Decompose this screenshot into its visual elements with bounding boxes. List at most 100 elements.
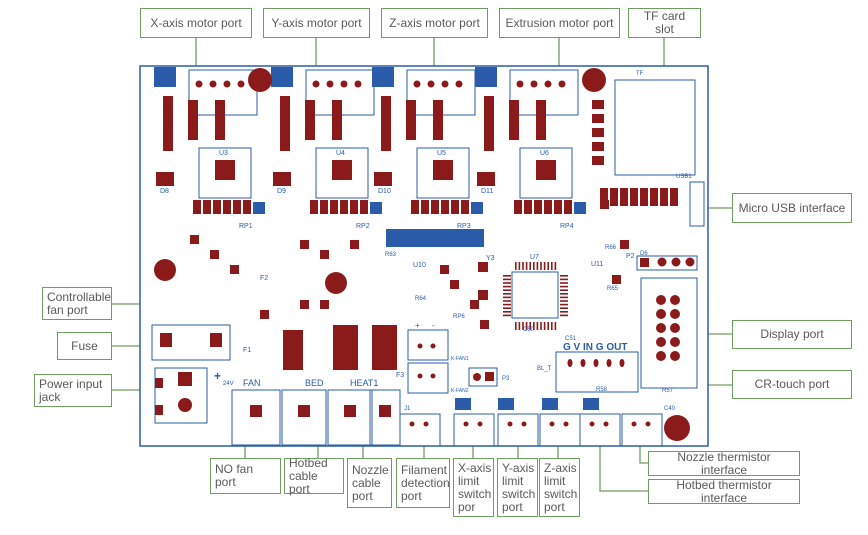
p3-header: [468, 367, 498, 387]
pad: [600, 188, 608, 206]
pad: [592, 142, 604, 151]
pad: [670, 295, 680, 305]
pad: [580, 359, 586, 367]
pad: [223, 80, 231, 88]
pad: [223, 200, 231, 214]
pad: [603, 421, 609, 427]
mcu-chip: [511, 271, 559, 319]
pad: [540, 262, 542, 270]
label-y-limit-switch: Y-axis limit switch port: [497, 458, 538, 517]
resistor-pack-label: RP3: [457, 223, 471, 230]
pad: [551, 262, 553, 270]
c40-label: C40: [664, 406, 676, 412]
pad: [406, 100, 416, 140]
pad: [203, 200, 211, 214]
pad: [155, 405, 163, 415]
f1-label: F1: [243, 347, 251, 354]
pad: [503, 278, 511, 281]
pad: [560, 293, 568, 295]
pad: [515, 262, 517, 270]
pad: [645, 421, 651, 427]
pad: [430, 373, 436, 379]
pad: [551, 322, 553, 330]
pad: [409, 421, 415, 427]
pad: [484, 96, 494, 151]
plus-sign: +: [214, 369, 221, 383]
pad: [671, 257, 681, 267]
pad: [413, 80, 421, 88]
cr-touch-connector: [555, 351, 639, 393]
pad: [480, 320, 489, 329]
axis-label-axis_e: E: [480, 68, 492, 88]
pad: [592, 100, 604, 109]
pad: [503, 275, 511, 277]
pad: [312, 80, 320, 88]
label-fuse: Fuse: [57, 332, 112, 360]
f3-label: F3: [396, 372, 404, 379]
kfan2-connector: [407, 362, 449, 394]
pad: [656, 295, 666, 305]
pad: [563, 421, 569, 427]
pad: [178, 372, 192, 386]
fuse-holder: [151, 324, 231, 361]
rp6-label: RP6: [453, 314, 465, 320]
logo-plate: [386, 229, 484, 247]
pad: [433, 160, 453, 180]
tf-card-slot: [614, 79, 696, 176]
pad: [421, 200, 429, 214]
pad: [656, 323, 666, 333]
pad: [540, 322, 542, 330]
pad: [155, 378, 163, 388]
heat-label: HEAT1: [350, 378, 378, 388]
pad: [567, 359, 573, 367]
pad: [524, 200, 532, 214]
pad: [544, 200, 552, 214]
label-hotbed-thermistor: Hotbed thermistor interface: [648, 478, 800, 504]
pad: [230, 265, 239, 274]
bl-t-label: BL_T: [537, 366, 552, 372]
pad: [518, 262, 521, 270]
pad: [503, 285, 511, 288]
pad: [547, 322, 549, 330]
pad: [330, 200, 338, 214]
pad: [320, 200, 328, 214]
tf-label: TF: [636, 71, 644, 77]
pad: [670, 309, 680, 319]
pad: [536, 160, 556, 180]
bed-label: BED: [305, 378, 324, 388]
pad: [670, 323, 680, 333]
pad: [417, 343, 423, 349]
label-controllable-fan-port: Controllable fan port: [42, 287, 112, 320]
power-terminal: [281, 389, 327, 446]
pad: [233, 200, 241, 214]
r65-label: R65: [607, 286, 619, 292]
label-x-limit-switch: X-axis limit switch por: [453, 458, 494, 517]
pad: [340, 80, 348, 88]
pad: [260, 310, 269, 319]
pad: [582, 68, 606, 92]
driver-chip: [315, 147, 369, 199]
creality-logo: CREALITY: [392, 231, 457, 246]
mcu-label: U7: [530, 254, 539, 261]
pad: [473, 373, 481, 381]
usb-label: USB1: [676, 174, 692, 180]
pad: [320, 300, 329, 309]
pad: [549, 421, 555, 427]
pad: [193, 200, 201, 214]
axis-badge: [372, 67, 394, 87]
pad: [215, 160, 235, 180]
axis-label-axis_x: X: [159, 68, 171, 88]
r64-label: R64: [415, 296, 427, 302]
label-hotbed-cable-port: Hotbed cable port: [284, 456, 344, 495]
driver-label: U3: [219, 150, 228, 157]
pad: [509, 100, 519, 140]
pad: [215, 100, 225, 140]
c50-label: C50: [523, 327, 535, 333]
f2-label: F2: [260, 275, 268, 282]
pad: [163, 96, 173, 151]
power-jack: [154, 367, 208, 424]
pad: [656, 337, 666, 347]
pad: [534, 200, 542, 214]
label-nozzle-cable-port: Nozzle cable port: [347, 458, 392, 508]
pad: [320, 250, 329, 259]
